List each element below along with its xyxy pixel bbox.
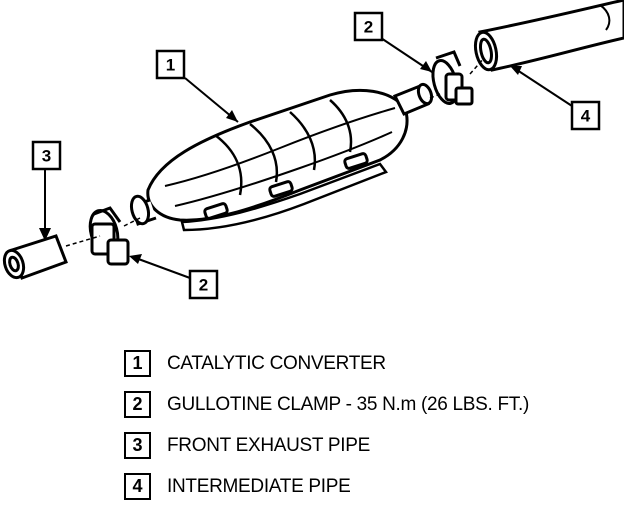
front-exhaust-pipe xyxy=(2,234,68,280)
intermediate-pipe xyxy=(473,0,624,72)
legend-label: CATALYTIC CONVERTER xyxy=(167,352,386,374)
legend-number: 4 xyxy=(124,473,151,500)
svg-text:3: 3 xyxy=(42,147,51,166)
svg-text:1: 1 xyxy=(166,56,175,75)
callout-2-right: 2 xyxy=(353,11,384,42)
callout-1: 1 xyxy=(155,49,186,80)
guillotine-clamp-right xyxy=(431,50,474,106)
svg-text:2: 2 xyxy=(199,276,208,295)
legend-item: 1 CATALYTIC CONVERTER xyxy=(124,343,614,384)
legend-number: 2 xyxy=(124,391,151,418)
legend-number: 3 xyxy=(124,432,151,459)
svg-text:2: 2 xyxy=(364,18,373,37)
legend: 1 CATALYTIC CONVERTER 2 GULLOTINE CLAMP … xyxy=(124,343,614,507)
callout-4: 4 xyxy=(570,100,601,131)
guillotine-clamp-left xyxy=(88,206,130,266)
catalytic-converter xyxy=(129,82,434,232)
assembly-centerline xyxy=(65,57,485,247)
legend-label: FRONT EXHAUST PIPE xyxy=(167,434,370,456)
callout-2-left: 2 xyxy=(188,269,219,300)
exhaust-diagram: 1 2 3 2 4 xyxy=(2,0,624,300)
legend-number: 1 xyxy=(124,350,151,377)
legend-label: INTERMEDIATE PIPE xyxy=(167,475,351,497)
svg-text:4: 4 xyxy=(581,107,591,126)
legend-label: GULLOTINE CLAMP - 35 N.m (26 LBS. FT.) xyxy=(167,393,530,415)
leader-arrowheads xyxy=(39,61,522,264)
legend-item: 4 INTERMEDIATE PIPE xyxy=(124,466,614,507)
legend-item: 3 FRONT EXHAUST PIPE xyxy=(124,425,614,466)
callout-3: 3 xyxy=(31,140,62,171)
legend-item: 2 GULLOTINE CLAMP - 35 N.m (26 LBS. FT.) xyxy=(124,384,614,425)
